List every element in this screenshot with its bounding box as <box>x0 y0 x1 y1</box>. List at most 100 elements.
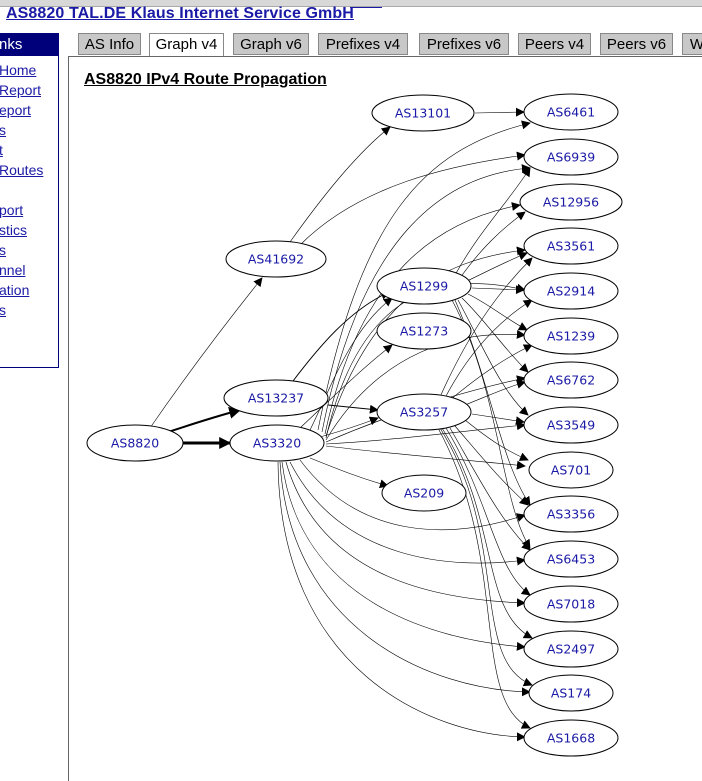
node-label-as3561: AS3561 <box>547 239 595 254</box>
tab-as-info[interactable]: AS Info <box>78 33 141 55</box>
edge-as3257-as6762 <box>464 380 526 406</box>
node-label-as209: AS209 <box>404 486 444 501</box>
edge-as3257-as2914 <box>444 299 533 399</box>
edge-as13237-as3257 <box>327 404 379 414</box>
node-label-as1239: AS1239 <box>547 329 595 344</box>
edge-as41692-as13101 <box>289 126 391 243</box>
sidebar-link-s3[interactable]: s <box>0 300 58 320</box>
sidebar-link-report[interactable]: Report <box>0 82 42 98</box>
tab-graph-v4[interactable]: Graph v4 <box>149 33 224 57</box>
node-label-as2914: AS2914 <box>547 284 595 299</box>
node-as3549[interactable]: AS3549 <box>523 406 619 444</box>
tab-prefixes-v6[interactable]: Prefixes v6 <box>419 33 509 55</box>
sidebar-link-routes[interactable]: Routes <box>0 162 44 178</box>
edge-as3320-as3356 <box>299 459 526 531</box>
sidebar-link-port[interactable]: port <box>0 202 24 218</box>
node-label-as13101: AS13101 <box>395 106 451 121</box>
node-as3356[interactable]: AS3356 <box>523 495 619 533</box>
node-as2914[interactable]: AS2914 <box>523 272 619 310</box>
node-as1273[interactable]: AS1273 <box>376 312 472 350</box>
tab-peers-v4[interactable]: Peers v4 <box>518 33 591 55</box>
sidebar-link-t[interactable]: t <box>0 140 58 160</box>
tab-graph-v6[interactable]: Graph v6 <box>233 33 309 55</box>
node-as3561[interactable]: AS3561 <box>523 227 619 265</box>
node-as701[interactable]: AS701 <box>528 451 614 489</box>
node-label-as1299: AS1299 <box>400 279 448 294</box>
sidebar-heading: nks <box>0 34 58 56</box>
edge-as1299-as3561 <box>464 251 528 283</box>
sidebar-link-stics[interactable]: stics <box>0 222 27 238</box>
node-as12956[interactable]: AS12956 <box>519 183 623 221</box>
sidebar-link-nnel[interactable]: nnel <box>0 262 26 278</box>
node-label-as6461: AS6461 <box>547 105 595 120</box>
node-as8820[interactable]: AS8820 <box>86 424 184 462</box>
node-as3320[interactable]: AS3320 <box>229 424 325 462</box>
node-label-as1668: AS1668 <box>547 731 595 746</box>
edge-as8820-as13237 <box>167 406 242 433</box>
edge-as3257-as3549 <box>471 413 525 426</box>
node-as2497[interactable]: AS2497 <box>523 630 619 668</box>
edge-as1299-as1239 <box>467 293 528 331</box>
node-as1239[interactable]: AS1239 <box>523 317 619 355</box>
edge-as1299-as3549 <box>457 299 529 416</box>
node-label-as3356: AS3356 <box>547 507 595 522</box>
node-as6461[interactable]: AS6461 <box>523 93 619 131</box>
edge-as3320-as2497 <box>281 461 526 651</box>
node-label-as13237: AS13237 <box>248 391 304 406</box>
edge-as1299-as6762 <box>461 297 529 373</box>
edge-as3320-as12956 <box>324 202 521 435</box>
edge-as3320-as6939 <box>321 164 531 433</box>
edge-as13237-as1299 <box>289 291 390 386</box>
edge-as1299-as6939 <box>454 167 531 276</box>
node-label-as1273: AS1273 <box>400 324 448 339</box>
edge-as3257-as7018 <box>445 427 531 596</box>
edge-as3257-as1239 <box>449 344 533 401</box>
node-as41692[interactable]: AS41692 <box>225 240 327 278</box>
node-label-as2497: AS2497 <box>547 642 595 657</box>
node-label-as174: AS174 <box>551 686 591 701</box>
sidebar-link-s2[interactable]: s <box>0 240 58 260</box>
node-as3257[interactable]: AS3257 <box>376 393 472 431</box>
node-label-as7018: AS7018 <box>547 597 595 612</box>
graph-title: AS8820 IPv4 Route Propagation <box>84 71 327 88</box>
content-frame <box>68 56 702 781</box>
edge-as3257-as2497 <box>441 427 533 639</box>
node-as13101[interactable]: AS13101 <box>371 94 475 132</box>
node-as174[interactable]: AS174 <box>528 674 614 712</box>
sidebar-link-s1[interactable]: s <box>0 120 58 140</box>
edge-as3320-as1668 <box>277 461 526 742</box>
edge-as13101-as6461 <box>474 107 525 117</box>
node-label-as3320: AS3320 <box>253 436 301 451</box>
edge-as3320-as209 <box>309 457 389 489</box>
node-label-as6453: AS6453 <box>547 552 595 567</box>
node-as6762[interactable]: AS6762 <box>523 361 619 399</box>
tab-peers-v6[interactable]: Peers v6 <box>600 33 673 55</box>
node-label-as3257: AS3257 <box>400 405 448 420</box>
edge-as3320-as174 <box>279 461 531 697</box>
sidebar-link-home[interactable]: Home <box>0 62 37 78</box>
node-as6939[interactable]: AS6939 <box>523 138 619 176</box>
node-as1668[interactable]: AS1668 <box>523 719 619 757</box>
node-label-as6762: AS6762 <box>547 373 595 388</box>
edge-as3320-as1299 <box>309 297 393 431</box>
node-as13237[interactable]: AS13237 <box>223 379 329 417</box>
sidebar-link-ation[interactable]: ation <box>0 282 30 298</box>
sidebar-link-eport[interactable]: eport <box>0 102 31 118</box>
node-label-as3549: AS3549 <box>547 418 595 433</box>
tab-more[interactable]: W <box>682 33 702 55</box>
node-label-as41692: AS41692 <box>248 252 304 267</box>
node-as1299[interactable]: AS1299 <box>376 267 472 305</box>
edge-as3320-as701 <box>325 445 526 470</box>
window-top-bar <box>0 0 702 7</box>
node-as6453[interactable]: AS6453 <box>523 540 619 578</box>
node-label-as6939: AS6939 <box>547 150 595 165</box>
tab-prefixes-v4[interactable]: Prefixes v4 <box>318 33 408 55</box>
edge-as1299-as12956 <box>459 211 526 279</box>
edge-as3257-as3561 <box>439 257 533 398</box>
node-as209[interactable]: AS209 <box>381 474 467 512</box>
edge-as3320-as6453 <box>289 461 526 566</box>
title-rule <box>350 7 382 8</box>
node-as7018[interactable]: AS7018 <box>523 585 619 623</box>
edge-as3320-as6461 <box>317 120 531 431</box>
page-title[interactable]: AS8820 TAL.DE Klaus Internet Service Gmb… <box>6 5 354 22</box>
